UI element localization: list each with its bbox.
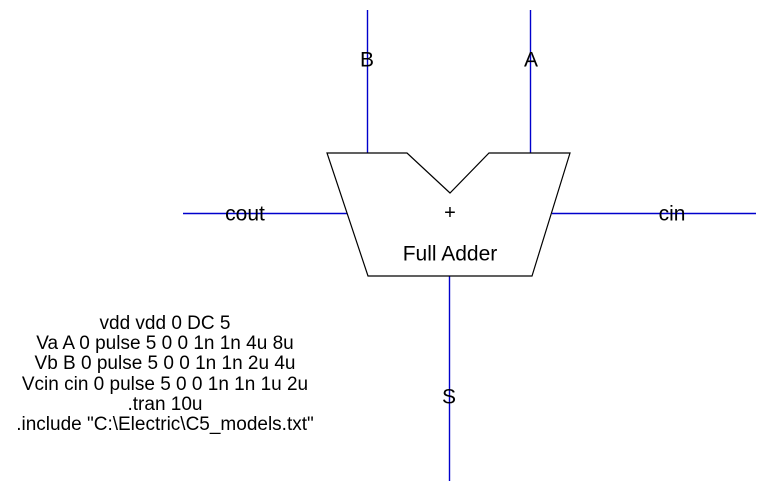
- port-label-cout[interactable]: cout: [225, 202, 265, 226]
- adder-plus-icon: +: [444, 202, 456, 224]
- port-label-cin[interactable]: cin: [658, 202, 686, 226]
- spice-line: .tran 10u: [127, 393, 203, 415]
- spice-deck-annotation[interactable]: vdd vdd 0 DC 5 Va A 0 pulse 5 0 0 1n 1n …: [0, 313, 330, 436]
- spice-line: Vcin cin 0 pulse 5 0 0 1n 1n 1u 2u: [21, 373, 309, 395]
- component-name-label: Full Adder: [402, 242, 498, 266]
- port-label-a[interactable]: A: [523, 48, 539, 72]
- full-adder-symbol[interactable]: [326, 152, 571, 277]
- spice-line: Va A 0 pulse 5 0 0 1n 1n 4u 8u: [36, 333, 294, 355]
- port-label-s[interactable]: S: [441, 385, 457, 409]
- spice-line: Vb B 0 pulse 5 0 0 1n 1n 2u 4u: [34, 353, 296, 375]
- spice-line: .include "C:\Electric\C5_models.txt": [16, 414, 314, 436]
- spice-line: vdd vdd 0 DC 5: [99, 313, 231, 334]
- port-label-b[interactable]: B: [359, 48, 375, 72]
